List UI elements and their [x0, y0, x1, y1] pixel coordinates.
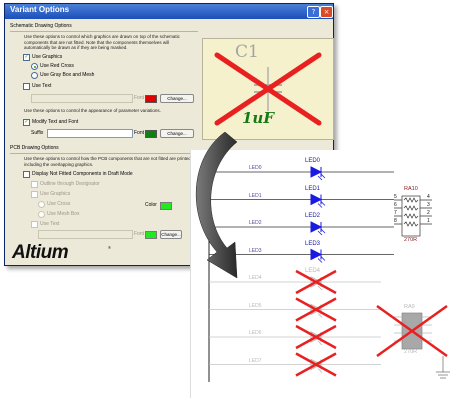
- net-label: LED1: [249, 192, 262, 199]
- graphics-preview: C1 1uF: [202, 38, 334, 140]
- pcb-intro-text: Use these options to control how the PCB…: [24, 156, 193, 167]
- led-symbol: [295, 297, 337, 322]
- capacitor-symbol: [214, 52, 322, 126]
- led-designator: LED3: [305, 240, 321, 247]
- pin-number: 6: [394, 202, 397, 208]
- net-label: LED7: [249, 357, 262, 364]
- led-designator: LED4: [305, 268, 321, 274]
- pcb-use-mesh-label: Use Mesh Box: [47, 211, 80, 217]
- pcb-section-heading: PCB Drawing Options: [10, 145, 59, 151]
- pin-number: 7: [394, 210, 397, 216]
- schematic-section-heading: Schematic Drawing Options: [10, 23, 72, 29]
- font-label: Font: [134, 95, 145, 101]
- pcb-color-swatch[interactable]: [160, 202, 172, 210]
- display-not-fitted-checkbox[interactable]: [23, 171, 30, 178]
- use-gray-box-radio[interactable]: [31, 72, 38, 79]
- altium-logo: Altium: [12, 242, 69, 263]
- text-field[interactable]: [31, 94, 133, 103]
- net-label: LED5: [249, 302, 262, 309]
- pcb-use-graphics-checkbox[interactable]: [31, 191, 38, 198]
- schematic-wiring: [208, 166, 450, 382]
- pcb-use-text-label: Use Text: [40, 221, 60, 227]
- pcb-use-mesh-radio[interactable]: [38, 211, 45, 218]
- pin-number: 2: [427, 210, 430, 216]
- net-label: LED4: [249, 275, 262, 281]
- net-label: LED0: [249, 165, 262, 171]
- title-bar: Variant Options ? ×: [5, 4, 333, 19]
- use-red-cross-radio[interactable]: [31, 63, 38, 70]
- use-text-checkbox[interactable]: [23, 83, 30, 90]
- close-icon[interactable]: ×: [320, 6, 333, 18]
- led-symbol: [310, 221, 326, 236]
- resistor-value: 270R: [404, 237, 418, 243]
- preview-value: 1uF: [242, 109, 274, 127]
- pin-number: 4: [427, 194, 430, 200]
- resistor-designator: RA10: [404, 186, 418, 192]
- led-designator: LED0: [305, 158, 321, 164]
- net-label: LED3: [249, 247, 262, 254]
- section-divider: [10, 31, 198, 32]
- use-graphics-label: Use Graphics: [32, 54, 63, 60]
- param-intro-text: Use these options to control the appeara…: [24, 108, 161, 113]
- led-symbol: [295, 324, 337, 350]
- use-red-cross-label: Use Red Cross: [40, 63, 74, 69]
- change-font-button[interactable]: Change...: [160, 94, 194, 103]
- led-symbol: [310, 166, 326, 181]
- variant-options-dialog: Variant Options ? × Schematic Drawing Op…: [4, 3, 334, 266]
- pin-number: 3: [427, 202, 430, 208]
- pin-number: 1: [427, 218, 430, 224]
- led-symbol: [310, 193, 326, 208]
- pcb-use-graphics-label: Use Graphics: [40, 191, 71, 197]
- resistor-value-faded: 270R: [404, 349, 418, 355]
- pin-number: 5: [394, 194, 397, 200]
- preview-designator: C1: [235, 42, 259, 62]
- pin-number: 8: [394, 218, 397, 224]
- curved-arrow-icon: [195, 131, 238, 279]
- schematic-intro-text: Use these options to control which graph…: [24, 34, 180, 50]
- suffix-font-swatch[interactable]: [145, 130, 157, 138]
- led-designator: LED2: [305, 213, 321, 219]
- pcb-change-font-button[interactable]: Change...: [160, 230, 182, 239]
- suffix-label: Suffix: [31, 130, 44, 136]
- use-text-label: Use Text: [32, 83, 52, 89]
- modify-text-checkbox[interactable]: ✓: [23, 119, 30, 126]
- suffix-input[interactable]: [47, 129, 133, 138]
- resistor-designator-faded: RA9: [404, 304, 415, 310]
- led-designator: LED1: [305, 185, 321, 192]
- change-suffix-font-button[interactable]: Change...: [160, 129, 194, 138]
- pcb-font-swatch[interactable]: [145, 231, 157, 239]
- pcb-use-cross-radio[interactable]: [38, 201, 45, 208]
- pcb-text-field[interactable]: [38, 230, 133, 239]
- net-label: LED2: [249, 220, 262, 226]
- pcb-use-cross-label: Use Cross: [47, 201, 71, 207]
- font-color-swatch[interactable]: [145, 95, 157, 103]
- help-icon[interactable]: ?: [307, 6, 320, 18]
- use-graphics-checkbox[interactable]: ✓: [23, 54, 30, 61]
- pcb-section-divider: [10, 153, 198, 154]
- led-symbol: [295, 269, 337, 295]
- pcb-use-text-checkbox[interactable]: [31, 221, 38, 228]
- display-not-fitted-label: Display Not Fitted Components in Draft M…: [32, 171, 133, 177]
- outline-through-label: Outline through Designator: [40, 181, 100, 187]
- led-symbol: [295, 352, 337, 377]
- pcb-font-label: Font: [134, 231, 145, 237]
- net-label: LED6: [249, 330, 262, 336]
- dialog-title: Variant Options: [10, 5, 70, 14]
- led-symbol: [310, 248, 326, 263]
- outline-through-checkbox[interactable]: [31, 181, 38, 188]
- suffix-font-label: Font: [134, 130, 145, 136]
- modify-text-label: Modify Text and Font: [32, 119, 79, 125]
- color-label: Color: [145, 202, 157, 208]
- use-gray-box-label: Use Gray Box and Mesh: [40, 72, 95, 78]
- registered-mark: ®: [108, 245, 111, 250]
